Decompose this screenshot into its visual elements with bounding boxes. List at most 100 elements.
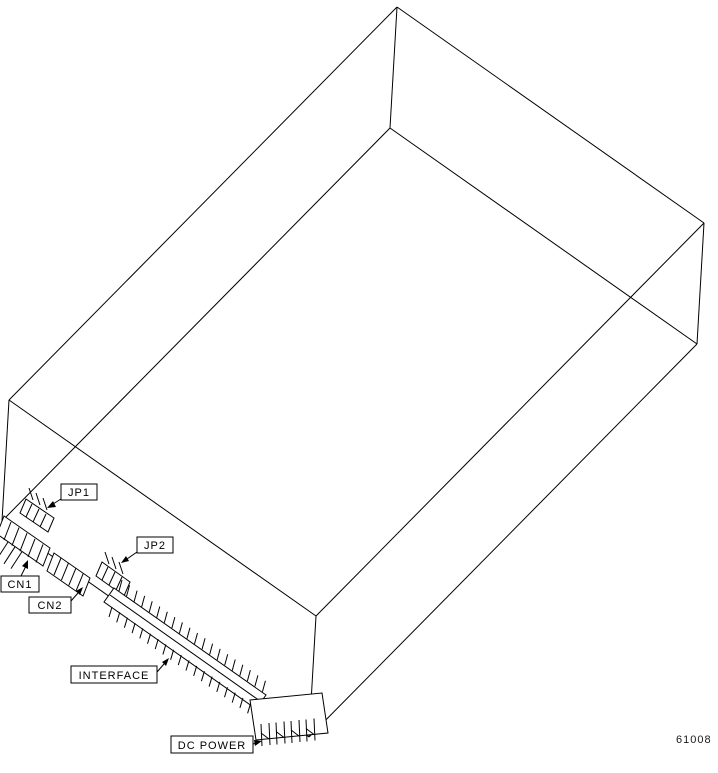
chassis-edge-left-vertical — [1, 399, 10, 522]
hatch-stroke — [115, 576, 123, 591]
pin-stroke — [131, 622, 136, 634]
chassis-edge-back-vertical — [389, 6, 398, 129]
chassis-edge-top-right — [396, 6, 705, 224]
chassis-edge-top-front-right — [315, 222, 705, 617]
pin-stroke — [246, 669, 251, 682]
jp2-label-box — [136, 536, 174, 554]
interface-leader-line — [156, 663, 165, 673]
jp1-jumper-block — [19, 487, 55, 533]
cn1-leader-arrow — [22, 560, 28, 569]
pin-stroke — [239, 697, 244, 709]
pin-stroke — [42, 497, 48, 511]
pin-stroke — [216, 681, 221, 693]
hatch-stroke — [75, 573, 84, 591]
cn1-label-box — [0, 575, 40, 593]
pin-stroke — [147, 633, 151, 644]
interface-leader-arrow — [162, 658, 169, 666]
dc-pin-stroke — [275, 731, 285, 738]
hatch-stroke — [3, 521, 12, 541]
hatch-stroke — [19, 533, 28, 552]
dc-pin-stroke — [260, 732, 270, 740]
wire-stroke — [3, 546, 16, 565]
pin-stroke — [261, 680, 266, 692]
jp2-leader-arrow — [121, 556, 129, 563]
hatch-stroke — [108, 571, 116, 586]
chassis-edge-bottom-back-right — [389, 127, 698, 345]
pin-stroke — [170, 649, 175, 660]
wire-stroke — [0, 541, 9, 556]
dc-pin-stroke — [313, 718, 316, 741]
cn2-leader-line — [70, 592, 79, 602]
interface-connector-inner-edge — [109, 594, 261, 702]
callout-dc-power: DC POWER — [170, 735, 262, 754]
interface-connector — [103, 579, 267, 714]
cn2-hatch — [53, 557, 84, 591]
jp1-leader-arrow — [47, 501, 56, 508]
pin-stroke — [224, 687, 228, 698]
pin-stroke — [35, 492, 41, 506]
cn1-wires — [0, 541, 23, 569]
pin-stroke — [154, 638, 159, 650]
chassis-edge-bottom-front-right — [308, 343, 698, 738]
cn1-leader-line — [20, 565, 27, 577]
connector-group — [0, 487, 329, 747]
pin-stroke — [118, 579, 123, 592]
interface-label-box — [70, 665, 158, 684]
chassis-wireframe — [1, 6, 705, 738]
jp1-jumper-body — [19, 498, 55, 533]
callout-cn1: CN1 — [0, 560, 40, 593]
cn2-connector-body — [46, 552, 91, 597]
pin-stroke — [231, 659, 236, 671]
dc-pin-stroke — [260, 723, 263, 747]
jp1-label: JP1 — [68, 487, 90, 499]
chassis-edge-bottom-back-left — [1, 127, 391, 522]
chassis-edge-right-vertical — [696, 222, 705, 345]
jp1-leader-line — [52, 498, 62, 505]
pin-stroke — [247, 703, 252, 714]
dc-pin-stroke — [268, 722, 271, 746]
pin-stroke — [148, 601, 153, 613]
hatch-stroke — [11, 527, 20, 546]
pin-stroke — [208, 676, 213, 687]
pin-stroke — [163, 611, 168, 623]
pin-stroke — [156, 606, 161, 618]
jp2-hatch — [101, 566, 123, 591]
figure-number: 61008 — [676, 734, 712, 746]
pin-stroke — [141, 595, 146, 608]
dc-pin-stroke — [290, 729, 300, 737]
dc-pin-stroke — [283, 721, 286, 744]
cn2-label: CN2 — [37, 600, 62, 612]
pin-stroke — [123, 617, 128, 628]
hatch-stroke — [32, 508, 40, 523]
cn1-hatch — [3, 521, 44, 563]
pin-stroke — [177, 655, 182, 666]
hatch-stroke — [53, 557, 62, 576]
callout-interface: INTERFACE — [70, 658, 169, 684]
chassis-edge-top-left — [8, 6, 398, 401]
wire-stroke — [10, 551, 23, 569]
dc-power-leader-arrow — [254, 740, 262, 746]
pin-stroke — [224, 654, 229, 666]
chassis-edge-top-front-left — [8, 399, 317, 617]
dc-pin-stroke — [305, 719, 308, 742]
jp2-pins — [104, 551, 124, 575]
pin-stroke — [139, 628, 144, 639]
pin-stroke — [126, 585, 131, 597]
callout-jp2: JP2 — [121, 536, 174, 563]
pin-stroke — [231, 692, 236, 703]
hatch-stroke — [35, 544, 44, 563]
pin-stroke — [200, 671, 205, 682]
pin-stroke — [111, 556, 117, 570]
pin-stroke — [171, 616, 176, 629]
cn1-connector — [0, 515, 51, 569]
dc-power-label: DC POWER — [178, 740, 247, 752]
pin-stroke — [178, 622, 183, 634]
hatch-stroke — [39, 513, 47, 528]
pin-stroke — [133, 590, 138, 602]
cn1-label: CN1 — [7, 579, 32, 591]
pin-stroke — [108, 606, 113, 618]
interface-pins-bottom-row — [108, 606, 252, 714]
hatch-stroke — [101, 566, 109, 581]
